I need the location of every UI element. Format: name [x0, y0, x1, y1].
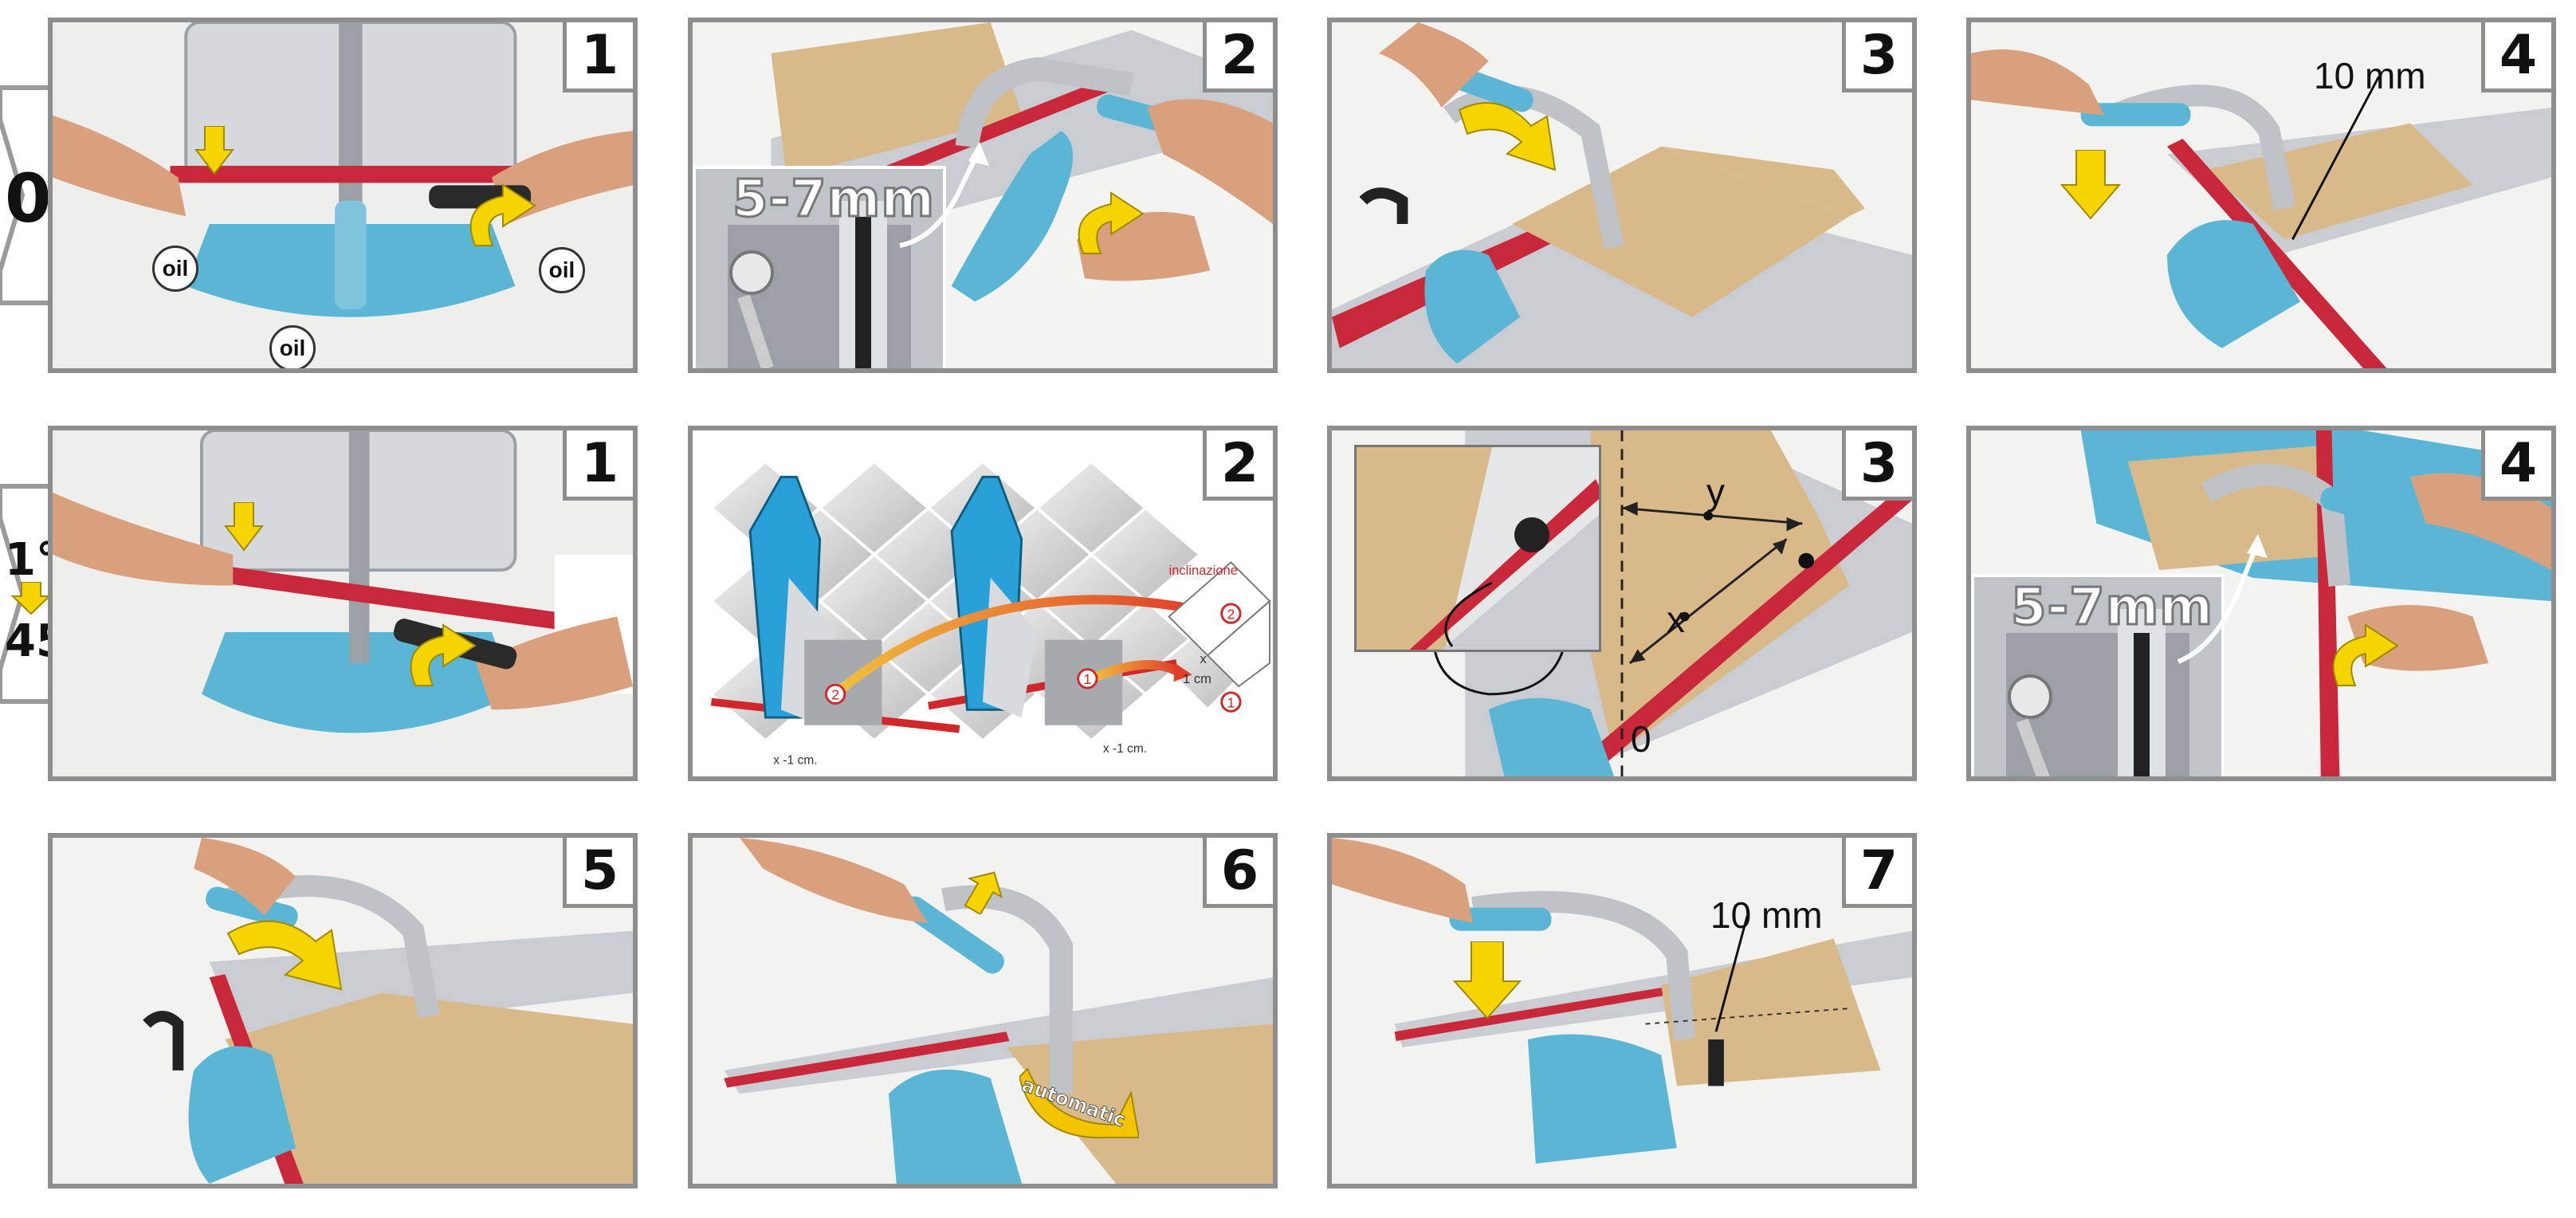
distance-label: 10 mm: [2314, 55, 2426, 96]
step-panel-row2-2: 2 1 2 1 inclinazione x 1 cm x -1 cm. x -…: [688, 426, 1278, 781]
step-number: 4: [2481, 430, 2551, 501]
arrow-down-icon: [11, 582, 51, 615]
arrow-down-icon: [194, 126, 234, 175]
measure-diagonal-illustration: [1332, 430, 1912, 776]
step-number: 6: [1203, 838, 1273, 908]
score-tile-illustration: [1332, 22, 1912, 368]
step-panel-row3-5: 5: [48, 833, 638, 1189]
marker-2-end-label: 2: [1227, 606, 1235, 622]
rotate-arrow-icon: [410, 623, 477, 686]
step-panel-row3-7: 10 mm 7: [1327, 833, 1917, 1189]
oil-point-label: oil: [152, 246, 198, 292]
oil-point-label: oil: [269, 325, 316, 368]
automatic-release-illustration: [693, 838, 1273, 1184]
cm-label: 1 cm: [1183, 671, 1211, 686]
marker-1-label: 1: [1084, 671, 1092, 687]
angle-set-illustration: [53, 430, 633, 776]
arrow-up-icon: [964, 871, 1003, 914]
gap-label: 5-7mm: [2010, 577, 2214, 638]
step-number: 2: [1203, 22, 1273, 92]
marker-2-label: 2: [831, 687, 839, 703]
pointer-arrow-icon: [2177, 534, 2268, 664]
automatic-arc-icon: [1019, 1067, 1139, 1139]
oil-point-label: oil: [539, 247, 585, 293]
inclination-label: inclinazione: [1169, 563, 1238, 578]
detail-inset: [1354, 445, 1601, 652]
diagonal-cut-diagram: 2 1 2 1 inclinazione x 1 cm x -1 cm. x -…: [695, 430, 1271, 776]
detail-inset: [1971, 574, 2225, 776]
rotate-arrow-icon: [1078, 191, 1145, 254]
rotate-arrow-icon: [469, 183, 536, 246]
cutter-top-view-illustration: [53, 22, 633, 368]
step-number: 5: [563, 838, 633, 908]
marker-1-end-label: 1: [1227, 694, 1235, 710]
step-number: 7: [1842, 838, 1912, 908]
score-diagonal-illustration: [53, 838, 633, 1184]
rotate-arrow-icon: [2332, 623, 2399, 686]
step-panel-row1-4: 10 mm 4: [1966, 18, 2556, 373]
step-panel-row2-4: 5-7mm 4: [1966, 426, 2556, 781]
step-panel-row2-3: y x 0 3: [1327, 426, 1917, 781]
break-tile-illustration: [1971, 22, 2551, 368]
distance-label: 10 mm: [1710, 894, 1823, 936]
arrow-down-icon: [2060, 150, 2122, 220]
curved-arrow-icon: [226, 920, 343, 991]
zero-label: 0: [1631, 718, 1651, 760]
step-number: 2: [1203, 430, 1273, 501]
step-number: 3: [1842, 22, 1912, 92]
curved-arrow-icon: [1458, 102, 1557, 171]
step-panel-row1-3: 3: [1327, 18, 1917, 373]
pointer-arrow-icon: [899, 142, 989, 248]
cutter-left-icon: [748, 475, 882, 725]
gap-label: 5-7mm: [732, 169, 936, 230]
offset-label-right: x -1 cm.: [1103, 742, 1147, 756]
y-label: y: [1706, 471, 1725, 513]
step-panel-row3-6: automatic 6: [688, 833, 1278, 1189]
x-label: x: [1667, 599, 1685, 640]
step-number: 3: [1842, 430, 1912, 501]
ruler-closeup-illustration: [1357, 447, 1599, 650]
step-number: 1: [563, 22, 633, 92]
arrow-down-icon: [1452, 941, 1522, 1020]
arrow-down-icon: [224, 502, 264, 552]
wheel-closeup-illustration: [696, 169, 943, 368]
detail-inset: [693, 166, 946, 368]
step-number: 4: [2481, 22, 2551, 92]
step-panel-row2-1: 1: [48, 426, 638, 781]
step-panel-row1-1: oil oil oil 1: [48, 18, 638, 373]
step-number: 1: [563, 430, 633, 501]
offset-label-left: x -1 cm.: [773, 753, 817, 767]
wheel-closeup-illustration: [1974, 577, 2221, 776]
x-label: x: [1200, 651, 1207, 666]
step-panel-row1-2: 5-7mm 2: [688, 18, 1278, 373]
break-diagonal-illustration: [1332, 838, 1912, 1184]
